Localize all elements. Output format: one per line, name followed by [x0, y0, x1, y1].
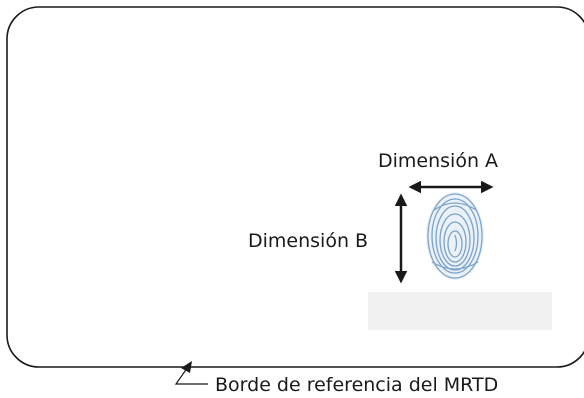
- reference-edge-leader: [174, 363, 208, 385]
- reference-edge-arrowhead: [181, 361, 192, 373]
- fingerprint-icon: [426, 192, 484, 280]
- shadow-block: [368, 292, 552, 330]
- dimension-a-label: Dimensión A: [378, 150, 499, 172]
- mrtd-card-outline: [6, 6, 584, 368]
- dimension-b-label: Dimensión B: [248, 230, 369, 252]
- reference-edge-label: Borde de referencia del MRTD: [215, 374, 499, 396]
